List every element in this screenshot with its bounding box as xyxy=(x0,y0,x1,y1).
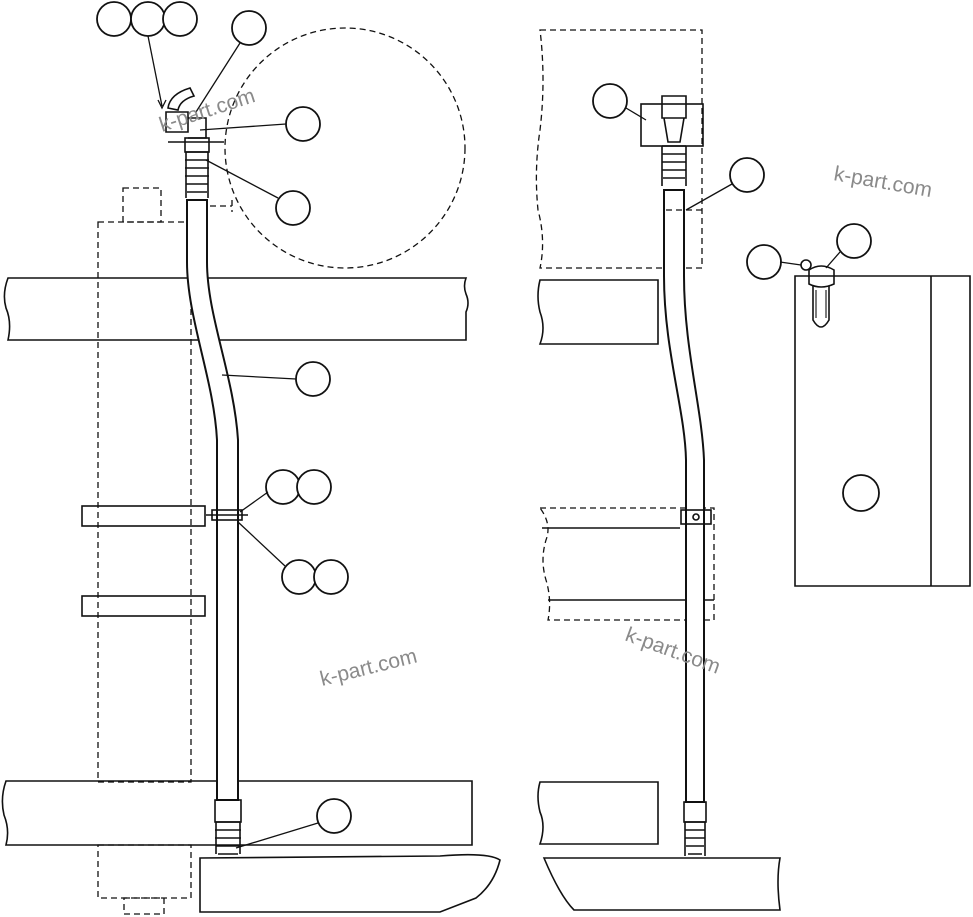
callout-cap-1 xyxy=(746,244,782,280)
filler-cap xyxy=(808,265,835,288)
callout-clamp-1 xyxy=(265,469,301,505)
leader-fitting xyxy=(199,123,287,131)
middle-bottom-surface xyxy=(542,857,781,911)
callout-middle-ferrule xyxy=(729,157,765,193)
hose-upper-ferrule xyxy=(185,151,209,198)
watermark-4: k-part.com xyxy=(832,162,934,202)
reservoir-box xyxy=(794,275,971,587)
top-fitting-body xyxy=(165,111,207,139)
middle-lower-fitting xyxy=(683,801,707,823)
top-fitting-clip xyxy=(167,87,196,111)
left-view xyxy=(1,1,501,915)
hose-upper-fitting xyxy=(184,137,210,153)
upper-frame-beam xyxy=(3,277,469,341)
callout-top-2 xyxy=(130,1,166,37)
middle-hose-clamp xyxy=(680,509,712,525)
leader-middle-fitting xyxy=(625,107,647,121)
callout-cap-2 xyxy=(836,223,872,259)
callout-lower-fitting xyxy=(316,798,352,834)
leader-middle-ferrule xyxy=(685,183,733,211)
callout-bolt-1 xyxy=(281,559,317,595)
base-foot xyxy=(123,897,165,915)
middle-lower-beam xyxy=(537,781,659,845)
middle-lower-ferrule xyxy=(684,821,706,856)
upper-tank-dashed xyxy=(535,29,703,269)
watermark-2: k-part.com xyxy=(318,645,420,691)
leader-top-cluster xyxy=(147,35,167,110)
middle-view xyxy=(535,29,781,911)
middle-bracket-lower xyxy=(81,595,206,617)
callout-middle-fitting xyxy=(592,83,628,119)
filler-cap-knob xyxy=(800,259,812,271)
leader-bolt xyxy=(237,521,286,567)
middle-bracket-upper xyxy=(81,505,206,527)
hose-lower-fitting xyxy=(214,799,242,823)
dashed-column-lower xyxy=(97,844,192,899)
sight-tube-inner xyxy=(815,290,827,318)
sight-tube xyxy=(812,286,830,328)
callout-fitting xyxy=(285,106,321,142)
leader-clamp xyxy=(239,491,269,513)
callout-bolt-2 xyxy=(313,559,349,595)
watermark-3: k-part.com xyxy=(622,623,723,679)
callout-top-4 xyxy=(231,10,267,46)
middle-fitting-body xyxy=(640,103,704,147)
callout-clamp-2 xyxy=(296,469,332,505)
leader-cap-2 xyxy=(825,251,841,269)
right-view xyxy=(746,223,971,587)
dashed-column xyxy=(97,221,192,783)
callout-top-1 xyxy=(96,1,132,37)
leader-top-4 xyxy=(195,42,241,113)
callout-reservoir xyxy=(842,474,880,512)
leader-cap-1 xyxy=(779,261,802,266)
middle-clamp-bolt xyxy=(692,513,700,521)
leader-hose xyxy=(221,374,297,380)
middle-fitting-ferrule xyxy=(661,145,687,186)
lower-frame-beam xyxy=(1,780,473,846)
hose-lower-ferrule xyxy=(215,821,241,855)
dashed-circle-component xyxy=(224,27,466,269)
callout-hose xyxy=(295,361,331,397)
bottom-mount-surface xyxy=(199,853,501,913)
callout-top-3 xyxy=(162,1,198,37)
middle-upper-beam xyxy=(537,279,659,345)
middle-hose-assembly xyxy=(663,189,705,803)
middle-block-dashed xyxy=(538,507,715,621)
dashed-column-cap xyxy=(122,187,162,223)
leader-ferrule xyxy=(205,159,279,199)
dashed-stub xyxy=(210,200,233,212)
hose-assembly xyxy=(186,199,239,801)
callout-ferrule xyxy=(275,190,311,226)
leader-lower-fitting xyxy=(235,822,319,849)
middle-fitting-hex xyxy=(661,95,687,143)
